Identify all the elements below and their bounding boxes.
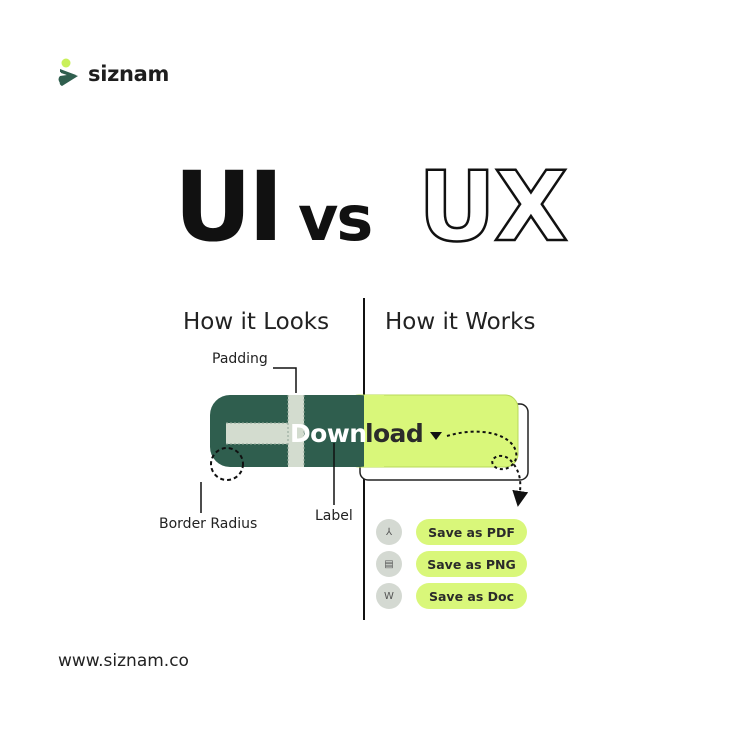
- png-icon: ▤: [376, 551, 402, 577]
- doc-icon: W: [376, 583, 402, 609]
- border-radius-label: Border Radius: [159, 516, 258, 532]
- headline: UI vs UX: [174, 150, 570, 255]
- button-label-ux-part[interactable]: load: [365, 419, 424, 448]
- save-as-doc-button[interactable]: Save as Doc: [416, 583, 527, 609]
- headline-ux: UX: [418, 151, 567, 255]
- padding-guide-horizontal: [226, 423, 290, 444]
- label-label: Label: [315, 508, 353, 524]
- save-as-png-button[interactable]: Save as PNG: [416, 551, 527, 577]
- caret-icon: [430, 432, 442, 440]
- padding-pointer: [273, 367, 297, 393]
- interaction-arrow: [446, 430, 529, 507]
- col-title-how-it-looks: How it Looks: [183, 309, 330, 335]
- siznam-logo-icon: [58, 58, 78, 86]
- brand-logo: siznam: [58, 58, 169, 90]
- border-radius-marker: [210, 447, 244, 481]
- headline-ui: UI: [174, 151, 280, 255]
- button-label-ui-part: Down: [290, 419, 367, 448]
- padding-label: Padding: [212, 351, 268, 367]
- center-divider: [363, 298, 365, 620]
- save-as-pdf-button[interactable]: Save as PDF: [416, 519, 527, 545]
- brand-name: siznam: [88, 62, 170, 86]
- pdf-icon: ⅄: [376, 519, 402, 545]
- headline-vs: vs: [298, 182, 371, 255]
- col-title-how-it-works: How it Works: [385, 309, 536, 335]
- footer-url[interactable]: www.siznam.co: [58, 651, 189, 671]
